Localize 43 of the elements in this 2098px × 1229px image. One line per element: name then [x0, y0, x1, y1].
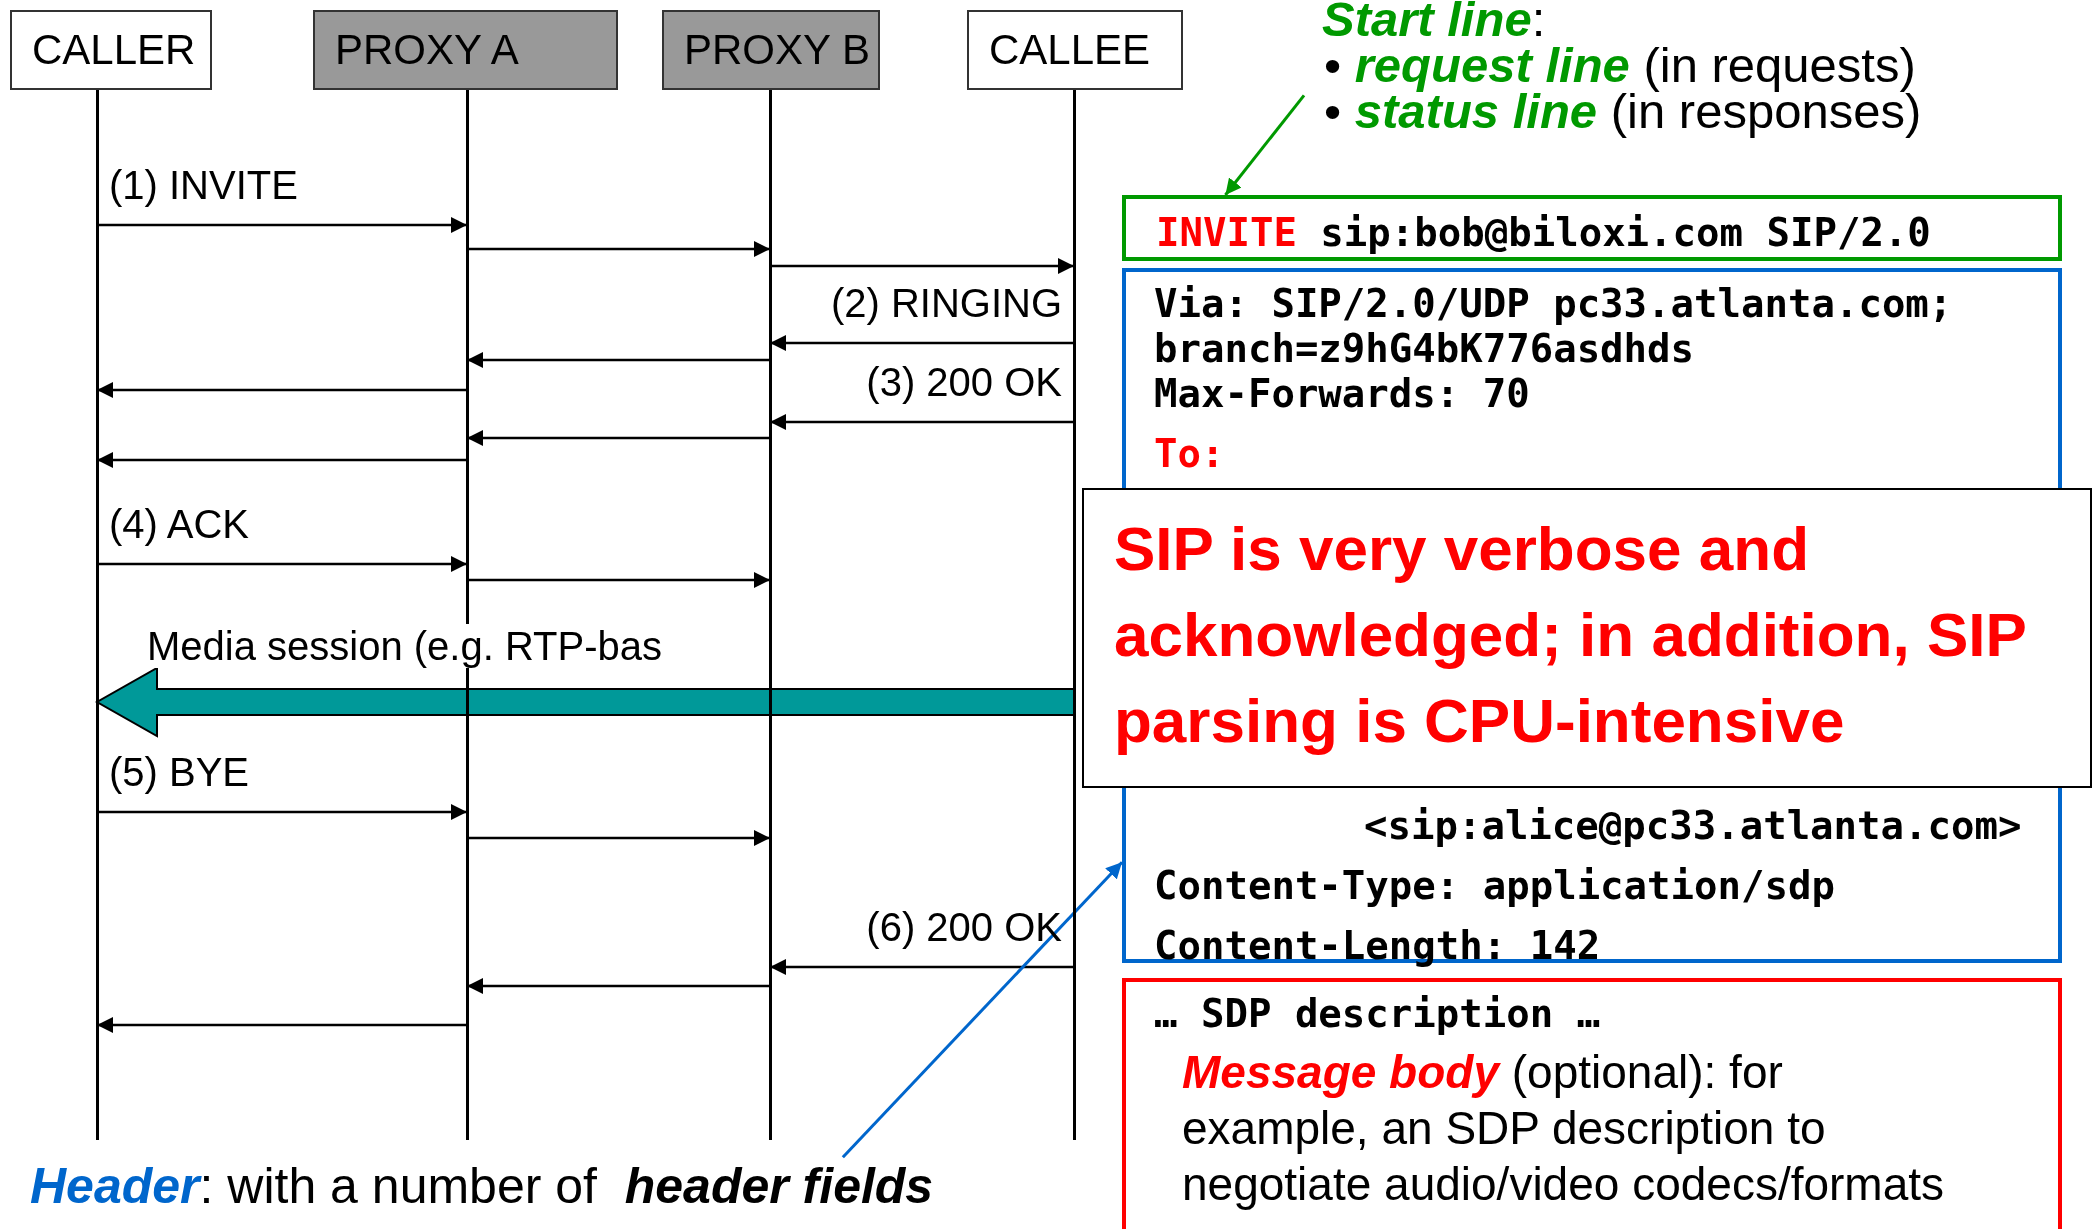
code-line: Content-Length: 142	[1154, 924, 1601, 969]
code-line: INVITE sip:bob@biloxi.com SIP/2.0	[1156, 211, 1931, 256]
message-arrow	[97, 804, 467, 820]
participant-box: CALLEE	[967, 10, 1183, 90]
code-line: <sip:alice@pc33.atlanta.com>	[1364, 804, 2022, 849]
message-arrow	[770, 414, 1074, 430]
edge-label: (4) ACK	[109, 502, 250, 546]
code-line: To:	[1154, 432, 1225, 477]
edge-label: (3) 200 OK	[866, 360, 1062, 404]
edge-label: (6) 200 OK	[866, 905, 1062, 949]
message-arrow	[467, 830, 770, 846]
note-text: Message body (optional): for example, an SDP description to negotiate audio/video codecs/formats	[1182, 1045, 1946, 1212]
code-line: Via: SIP/2.0/UDP pc33.atlanta.com; branch=z9hG4bK776asdhds	[1154, 282, 1954, 372]
message-arrow	[467, 572, 770, 588]
edge-label: (1) INVITE	[109, 163, 298, 207]
leader-arrow	[841, 861, 1124, 1159]
message-body-box	[1122, 978, 2062, 1229]
message-arrow	[770, 335, 1074, 351]
message-arrow	[97, 556, 467, 572]
message-arrow	[467, 978, 770, 994]
note-text: Header: with a number of header fields	[30, 1156, 934, 1216]
code-line: Max-Forwards: 70	[1154, 372, 1530, 417]
message-arrow	[770, 959, 1074, 975]
message-arrow	[467, 352, 770, 368]
message-arrow	[97, 217, 467, 233]
participant-box: PROXY A	[313, 10, 618, 90]
message-arrow	[467, 430, 770, 446]
participant-box: PROXY B	[662, 10, 880, 90]
participant-box: CALLER	[10, 10, 212, 90]
message-arrow	[770, 258, 1074, 274]
banner-text: SIP is very verbose and acknowledged; in addition, SIP parsing is CPU-intensive	[1114, 513, 2027, 757]
edge-label: Media session (e.g. RTP-bas	[147, 624, 663, 668]
callout-tooltip	[1082, 488, 2092, 788]
message-arrow	[467, 241, 770, 257]
code-line: … SDP description …	[1154, 992, 1601, 1037]
message-arrow	[97, 1017, 467, 1033]
leader-arrow	[1224, 94, 1306, 196]
note-heading: Start line:	[1322, 0, 1546, 42]
edge-label: (2) RINGING	[830, 281, 1062, 325]
code-line: Content-Type: application/sdp	[1154, 864, 1835, 909]
message-arrow	[97, 382, 467, 398]
message-arrow	[97, 452, 467, 468]
edge-label: (5) BYE	[109, 750, 250, 794]
